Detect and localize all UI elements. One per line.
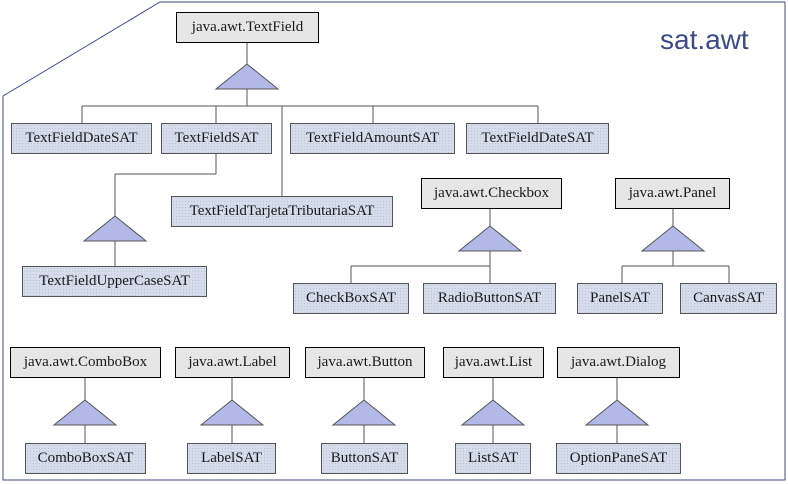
class-java-awt-checkbox[interactable]: java.awt.Checkbox bbox=[421, 178, 562, 209]
inheritance-triangle bbox=[640, 225, 706, 252]
inheritance-triangle bbox=[584, 399, 650, 426]
class-comboboxsat[interactable]: ComboBoxSAT bbox=[25, 443, 146, 474]
class-textfielddatesat-2[interactable]: TextFieldDateSAT bbox=[466, 123, 609, 154]
class-textfielddatesat[interactable]: TextFieldDateSAT bbox=[11, 123, 152, 154]
inheritance-triangle bbox=[82, 215, 148, 242]
inheritance-triangle bbox=[331, 399, 397, 426]
class-java-awt-label[interactable]: java.awt.Label bbox=[175, 347, 290, 378]
class-textfieldtarjetatributariasat[interactable]: TextFieldTarjetaTributariaSAT bbox=[171, 196, 393, 227]
inheritance-triangle bbox=[214, 63, 280, 90]
class-canvassat[interactable]: CanvasSAT bbox=[680, 283, 777, 314]
inheritance-triangle bbox=[457, 225, 523, 252]
class-java-awt-list[interactable]: java.awt.List bbox=[443, 347, 544, 378]
class-labelsat[interactable]: LabelSAT bbox=[187, 443, 276, 474]
class-optionpanesat[interactable]: OptionPaneSAT bbox=[556, 443, 681, 474]
class-textfieldsat[interactable]: TextFieldSAT bbox=[161, 123, 272, 154]
class-java-awt-button[interactable]: java.awt.Button bbox=[305, 347, 425, 378]
class-panelsat[interactable]: PanelSAT bbox=[577, 283, 663, 314]
class-listsat[interactable]: ListSAT bbox=[455, 443, 531, 474]
connector-lines bbox=[81, 43, 730, 443]
class-textfieldamountsat[interactable]: TextFieldAmountSAT bbox=[290, 123, 455, 154]
class-checkboxsat[interactable]: CheckBoxSAT bbox=[293, 283, 409, 314]
class-textfielduppercasesat[interactable]: TextFieldUpperCaseSAT bbox=[22, 266, 207, 297]
package-name: sat.awt bbox=[660, 24, 749, 55]
class-java-awt-textfield[interactable]: java.awt.TextField bbox=[176, 12, 319, 43]
inheritance-triangle bbox=[460, 399, 526, 426]
inheritance-triangle bbox=[52, 399, 118, 426]
class-buttonsat[interactable]: ButtonSAT bbox=[321, 443, 408, 474]
class-java-awt-combobox[interactable]: java.awt.ComboBox bbox=[10, 347, 161, 378]
class-java-awt-panel[interactable]: java.awt.Panel bbox=[615, 178, 730, 209]
inheritance-triangle bbox=[199, 399, 265, 426]
class-java-awt-dialog[interactable]: java.awt.Dialog bbox=[557, 347, 680, 378]
class-radiobuttonsat[interactable]: RadioButtonSAT bbox=[423, 283, 556, 314]
